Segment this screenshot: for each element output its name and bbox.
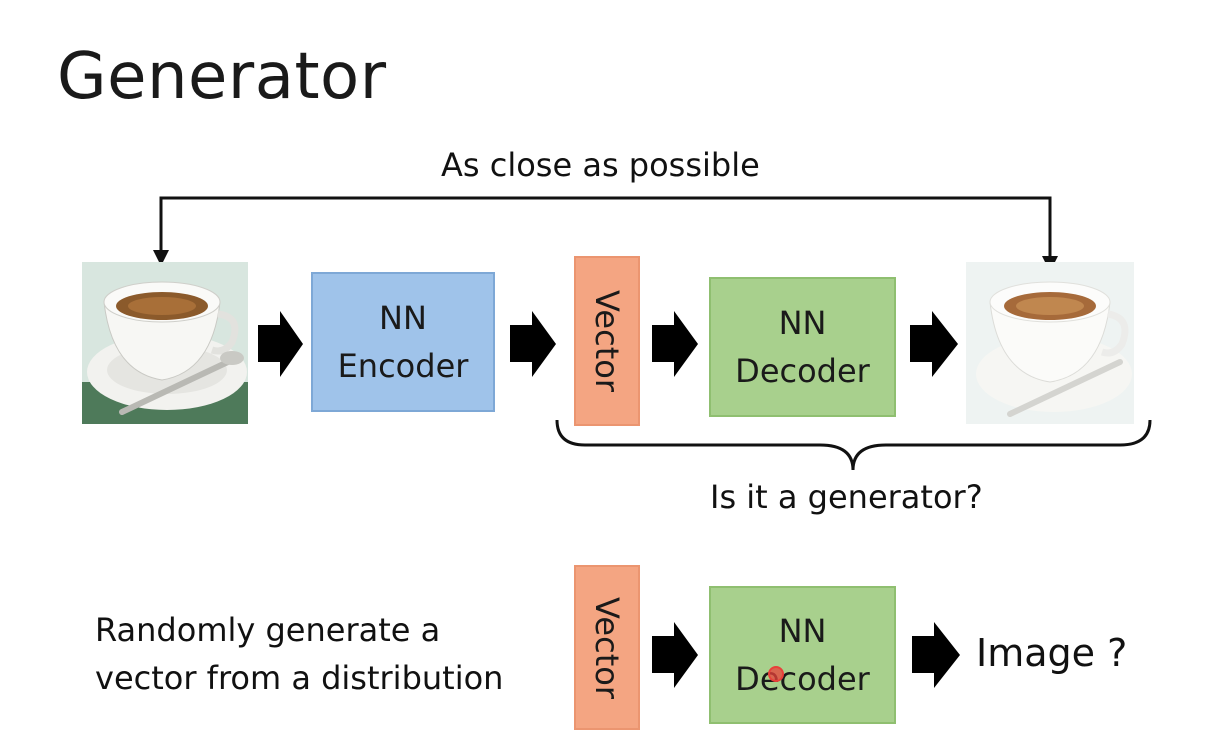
vector-label: Vector bbox=[588, 290, 626, 392]
block-arrow-right-icon bbox=[910, 311, 958, 377]
encoder-line-2: Encoder bbox=[337, 347, 469, 385]
random-text-line-1: Randomly generate a bbox=[95, 611, 441, 649]
nn-decoder-box-bottom: NN Decoder bbox=[709, 586, 896, 724]
generator-brace bbox=[555, 419, 1152, 471]
random-text-line-2: vector from a distribution bbox=[95, 659, 504, 697]
nn-encoder-box: NN Encoder bbox=[311, 272, 495, 412]
reconstructed-coffee-cup-image bbox=[966, 262, 1134, 424]
random-generation-text: Randomly generate a vector from a distri… bbox=[95, 606, 503, 702]
block-arrow-right-icon bbox=[258, 311, 303, 377]
random-vector-box: Vector bbox=[574, 565, 640, 730]
decoder-line-2: Decoder bbox=[735, 352, 870, 390]
decoder-line-1: NN bbox=[778, 304, 827, 342]
vector-label: Vector bbox=[588, 596, 626, 699]
block-arrow-right-icon bbox=[652, 622, 698, 688]
block-arrow-right-icon bbox=[652, 311, 698, 377]
decoder-line-2: Decoder bbox=[735, 660, 870, 698]
latent-vector-box: Vector bbox=[574, 256, 640, 426]
connector-arrowhead-left bbox=[153, 250, 169, 266]
block-arrow-right-icon bbox=[510, 311, 556, 377]
similarity-connector bbox=[159, 196, 1052, 258]
laser-pointer-icon bbox=[768, 666, 784, 682]
slide-title: Generator bbox=[57, 40, 387, 114]
is-it-a-generator-label: Is it a generator? bbox=[710, 478, 983, 516]
encoder-line-1: NN bbox=[379, 299, 427, 337]
as-close-as-possible-label: As close as possible bbox=[441, 146, 760, 184]
decoder-line-1: NN bbox=[778, 612, 827, 650]
nn-decoder-box: NN Decoder bbox=[709, 277, 896, 417]
image-output-label: Image ? bbox=[976, 631, 1128, 675]
block-arrow-right-icon bbox=[912, 622, 960, 688]
coffee-cup-image bbox=[82, 262, 248, 424]
